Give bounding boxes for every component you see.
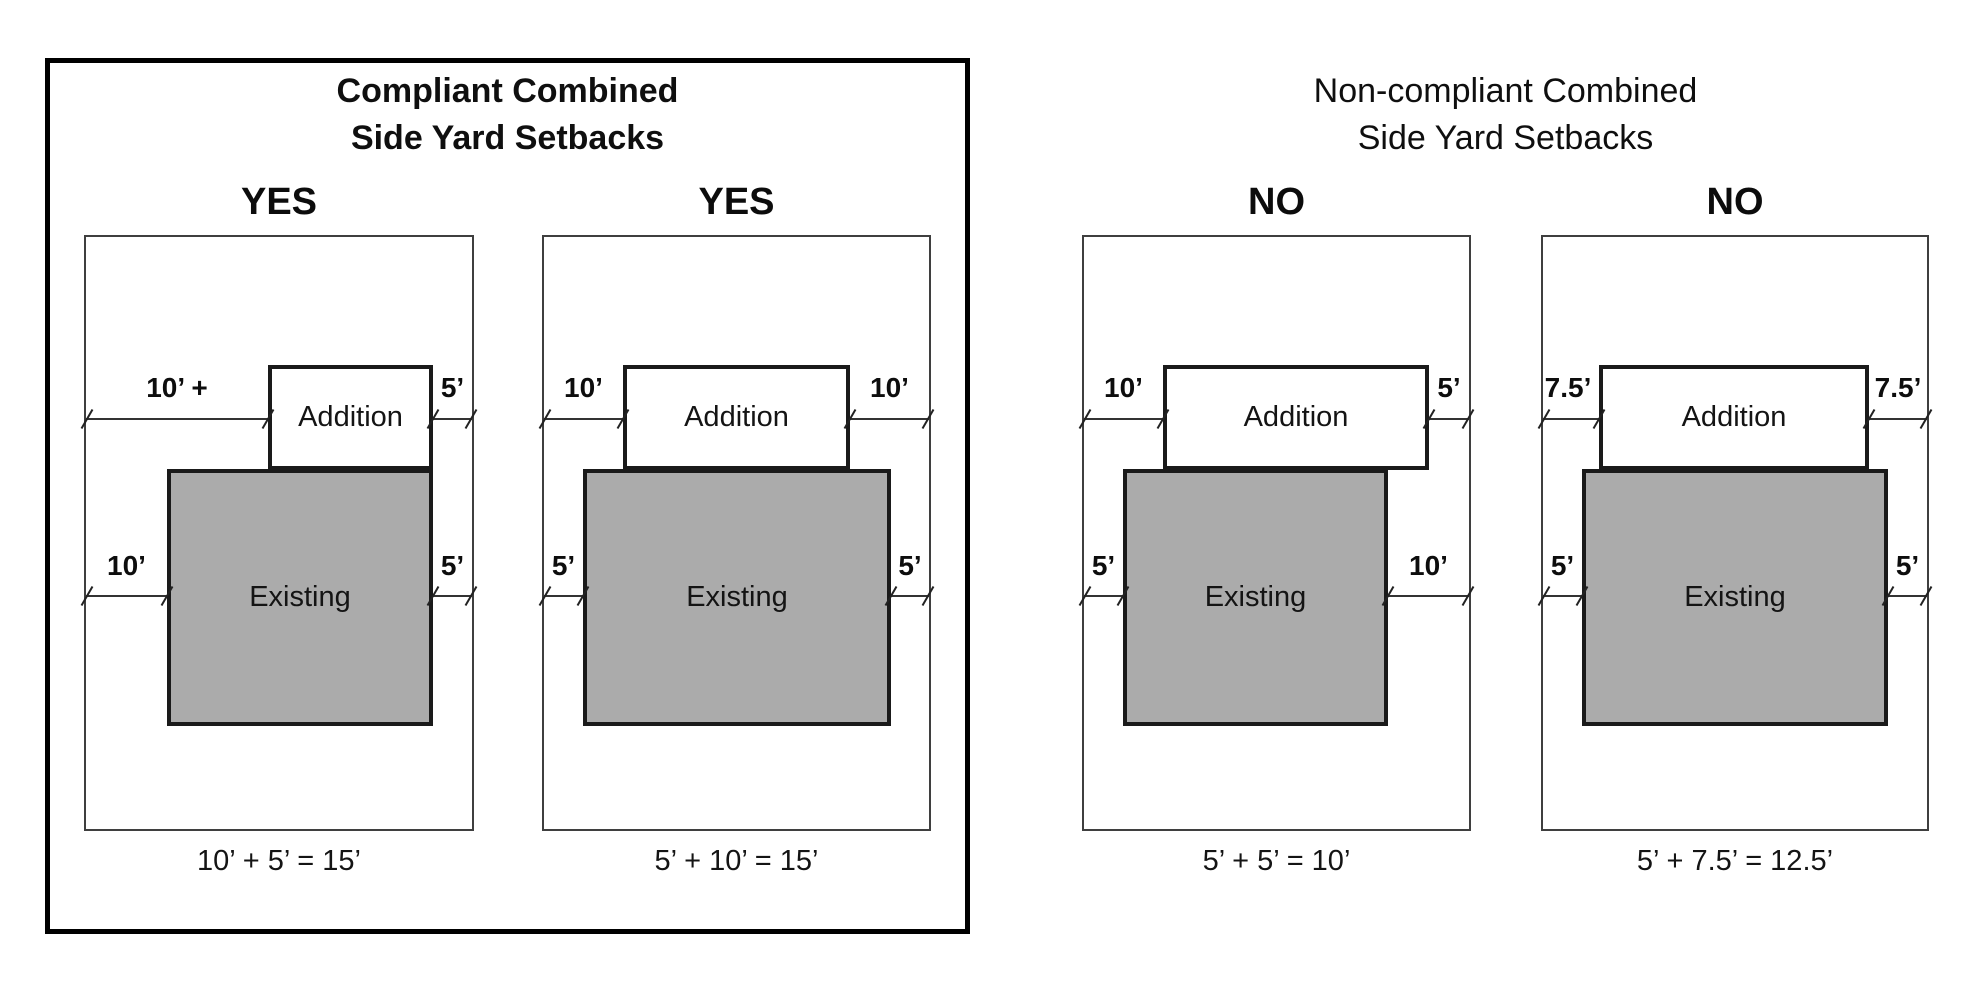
dimension-line [1869, 418, 1927, 420]
dimension-line [850, 418, 929, 420]
existing-label: Existing [1684, 581, 1786, 613]
addition-building: Addition [1163, 365, 1429, 470]
equation-label: 5’ + 5’ = 10’ [1202, 845, 1351, 877]
dimension-line [433, 595, 472, 597]
compliant-title-line2: Side Yard Setbacks [350, 119, 665, 157]
equation-label: 5’ + 7.5’ = 12.5’ [1636, 845, 1834, 877]
existing-building: Existing [583, 469, 891, 726]
existing-building: Existing [1123, 469, 1388, 726]
dimension-line [86, 418, 268, 420]
noncompliant-group-title: Non-compliant Combined Side Yard Setback… [1082, 68, 1929, 162]
setback-label-existing-left: 5’ [551, 550, 576, 581]
setback-label-addition-left: 7.5’ [1544, 372, 1592, 403]
setback-label-addition-left: 10’ [564, 372, 603, 403]
existing-label: Existing [249, 581, 351, 613]
setback-label-existing-right: 5’ [898, 550, 922, 581]
dimension-line [1543, 418, 1599, 420]
setback-label-addition-right: 5’ [1437, 372, 1461, 403]
dimension-line [544, 418, 623, 420]
addition-label: Addition [1681, 401, 1787, 433]
existing-label: Existing [1204, 581, 1307, 613]
dimension-line [1429, 418, 1469, 420]
lot-boundary: YES Existing Addition 10’ 10’ 5’ 5’ 5’ +… [538, 182, 935, 877]
dimension-line [1543, 595, 1582, 597]
dimension-line [891, 595, 929, 597]
existing-building: Existing [167, 469, 433, 726]
setback-label-existing-left: 10’ [107, 550, 146, 581]
setback-label-existing-left: 5’ [1550, 550, 1575, 581]
dimension-line [1084, 418, 1163, 420]
compliant-title-line1: Compliant Combined [336, 72, 679, 110]
addition-building: Addition [268, 365, 433, 470]
setback-label-existing-right: 10’ [1409, 550, 1448, 581]
lot-boundary: NO Existing Addition 10’ 5’ 5’ 10’ 5’ + … [1078, 182, 1475, 877]
dimension-line [544, 595, 583, 597]
setback-label-addition-left: 10’ + [146, 372, 208, 403]
addition-building: Addition [1599, 365, 1869, 470]
addition-label: Addition [298, 401, 403, 433]
setback-label-addition-left: 10’ [1104, 372, 1143, 403]
equation-label: 10’ + 5’ = 15’ [197, 845, 361, 877]
setback-label-addition-right: 7.5’ [1874, 372, 1922, 403]
compliant-group-title: Compliant Combined Side Yard Setbacks [45, 68, 970, 162]
setback-label-addition-right: 5’ [440, 372, 465, 403]
setback-label-existing-right: 5’ [1895, 550, 1920, 581]
dimension-line [86, 595, 167, 597]
compliant-group-frame [45, 58, 970, 934]
verdict-label: YES [240, 181, 318, 223]
existing-building: Existing [1582, 469, 1888, 726]
verdict-label: NO [1706, 181, 1764, 223]
dimension-line [1084, 595, 1123, 597]
lot-boundary: NO Existing Addition 7.5’ 7.5’ 5’ 5’ 5’ … [1537, 182, 1933, 877]
lot-boundary: YES Existing Addition 10’ + 5’ 10’ 5’ 10… [80, 182, 478, 877]
addition-building: Addition [623, 365, 850, 470]
noncompliant-title-line2: Side Yard Setbacks [1357, 119, 1654, 157]
existing-label: Existing [686, 581, 788, 613]
equation-label: 5’ + 10’ = 15’ [654, 845, 819, 877]
dimension-line [1388, 595, 1469, 597]
setback-label-existing-left: 5’ [1091, 550, 1116, 581]
setback-label-addition-right: 10’ [870, 372, 909, 403]
verdict-label: NO [1248, 181, 1305, 223]
dimension-line [1888, 595, 1927, 597]
addition-label: Addition [684, 401, 789, 433]
dimension-line [433, 418, 472, 420]
verdict-label: YES [698, 181, 775, 223]
noncompliant-title-line1: Non-compliant Combined [1313, 72, 1698, 110]
addition-label: Addition [1243, 401, 1349, 433]
setback-label-existing-right: 5’ [440, 550, 465, 581]
